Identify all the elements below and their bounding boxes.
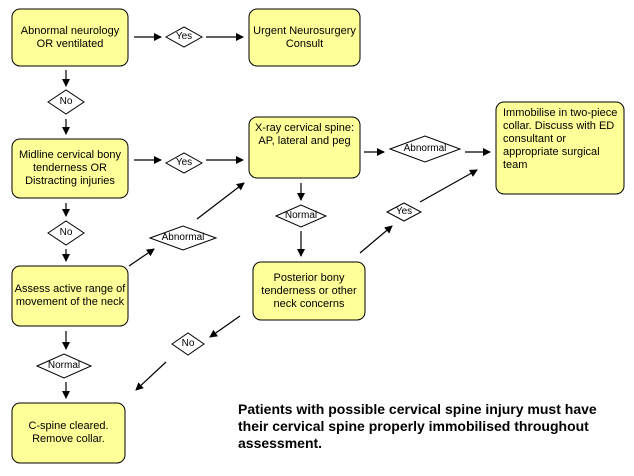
- decision-abnormal-1: Abnormal: [161, 232, 205, 243]
- diamond-normal-2: [35, 353, 93, 379]
- box-immobilise: [495, 101, 625, 195]
- label-xray: X-ray cervical spine: AP, lateral and pe…: [254, 122, 355, 147]
- diamond-no-2: [47, 220, 85, 246]
- diamond-abnormal-2: [388, 135, 462, 163]
- box-assess-range: [11, 265, 129, 327]
- decision-yes-2: Yes: [175, 157, 193, 168]
- arrow-posterior-to-yes: [359, 225, 393, 254]
- decision-no-2: No: [59, 227, 73, 238]
- label-cspine-cleared: C-spine cleared. Remove collar.: [28, 420, 109, 445]
- arrow-no-to-cleared: [135, 361, 167, 391]
- label-immobilise: Immobilise in two-piece collar. Discuss …: [503, 107, 618, 171]
- label-urgent-neurosurgery: Urgent Neurosurgery Consult: [253, 24, 356, 50]
- arrow-yes-to-immobilise: [419, 169, 478, 203]
- box-cspine-cleared: [11, 402, 126, 464]
- decision-abnormal-2: Abnormal: [403, 143, 447, 154]
- diamond-yes-1: [164, 26, 204, 48]
- label-midline-tenderness: Midline cervical bony tenderness OR Dist…: [18, 149, 122, 187]
- label-posterior-tenderness: Posterior bony tenderness or other neck …: [261, 271, 357, 310]
- diamond-yes-2: [164, 152, 204, 174]
- diamond-yes-3: [385, 202, 423, 222]
- diamond-normal-1: [274, 204, 328, 228]
- decision-normal-2: Normal: [47, 360, 81, 371]
- arrow-posterior-to-no: [209, 315, 241, 338]
- immobilisation-note: Patients with possible cervical spine in…: [238, 401, 597, 451]
- box-abnormal-neurology: [11, 8, 129, 67]
- diamond-no-3: [171, 332, 205, 356]
- box-posterior-tenderness: [252, 261, 366, 321]
- decision-yes-3: Yes: [395, 206, 413, 217]
- decision-no-1: No: [59, 96, 73, 107]
- decision-normal-1: Normal: [284, 210, 318, 221]
- label-assess-range: Assess active range of movement of the n…: [14, 283, 126, 308]
- decision-yes-1: Yes: [175, 31, 193, 42]
- box-midline-tenderness: [11, 138, 129, 199]
- diamond-abnormal-1: [148, 225, 218, 251]
- decision-no-3: No: [181, 338, 195, 349]
- diamond-no-1: [47, 89, 85, 115]
- label-abnormal-neurology: Abnormal neurology OR ventilated: [20, 24, 120, 50]
- arrow-assess-to-abnormal: [128, 248, 155, 267]
- arrow-abnormal-to-xray: [196, 182, 245, 220]
- box-xray: [248, 116, 361, 179]
- box-urgent-neurosurgery: [248, 8, 361, 67]
